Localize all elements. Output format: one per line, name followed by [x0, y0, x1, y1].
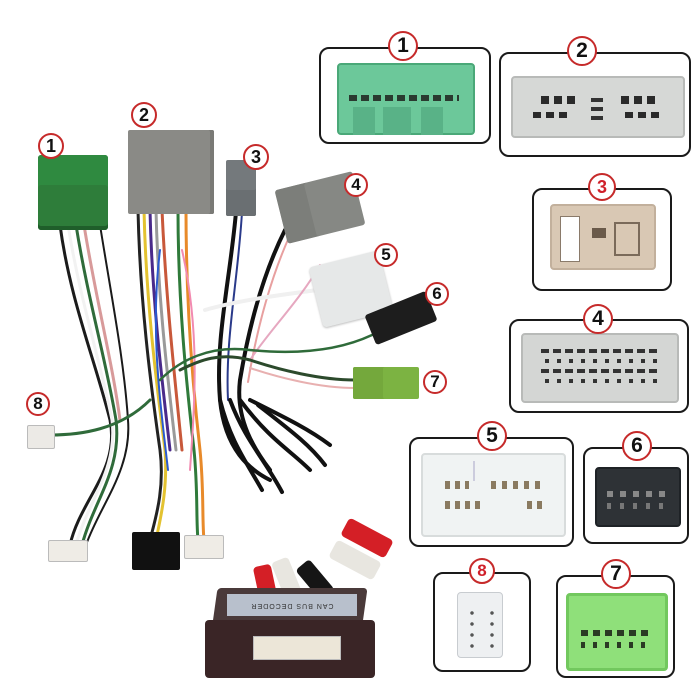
can-bus-decoder: CAN BUS DECODER	[205, 588, 375, 680]
harness-connector-8	[27, 425, 55, 449]
detail-callout-8: 8	[469, 558, 495, 584]
harness-photo: 1 2 3 4 5 6 7 8 CAN BUS DECODER	[0, 80, 449, 700]
harness-callout-5: 5	[374, 243, 398, 267]
harness-callout-2: 2	[131, 102, 157, 128]
connector-face-7	[566, 593, 668, 671]
detail-panel-7: 7	[556, 559, 675, 678]
detail-callout-7: 7	[601, 559, 631, 589]
connector-face-6	[595, 467, 681, 527]
decoder-label: CAN BUS DECODER	[227, 594, 357, 616]
detail-panel-6: 6	[583, 431, 689, 544]
harness-callout-1: 1	[38, 133, 64, 159]
detail-callout-1: 1	[388, 31, 418, 61]
detail-panel-4: 4	[509, 304, 689, 413]
harness-plug-white-right	[184, 535, 224, 559]
harness-callout-7: 7	[423, 370, 447, 394]
harness-connector-2	[128, 130, 214, 214]
connector-face-8	[457, 592, 503, 658]
detail-panel-1: 1	[319, 31, 491, 144]
connector-face-3	[550, 204, 656, 270]
detail-panel-5: 5	[409, 421, 574, 547]
connector-face-5	[421, 453, 566, 537]
detail-callout-5: 5	[477, 421, 507, 451]
harness-connector-7	[353, 367, 419, 399]
detail-panel-3: 3	[532, 173, 672, 291]
detail-panel-8: 8	[433, 558, 531, 672]
harness-connector-1	[38, 155, 108, 230]
connector-face-4	[521, 333, 679, 403]
detail-callout-3: 3	[588, 173, 616, 201]
harness-callout-4: 4	[344, 173, 368, 197]
detail-callout-4: 4	[583, 304, 613, 334]
detail-callout-6: 6	[622, 431, 652, 461]
harness-callout-6: 6	[425, 282, 449, 306]
detail-panel-2: 2	[499, 36, 691, 157]
detail-callout-2: 2	[567, 36, 597, 66]
connector-face-2	[511, 76, 685, 138]
harness-plug-white-left	[48, 540, 88, 562]
harness-callout-8: 8	[26, 392, 50, 416]
harness-wires	[48, 208, 374, 547]
connector-face-1	[337, 63, 475, 135]
harness-callout-3: 3	[243, 144, 269, 170]
decoder-port	[253, 636, 341, 660]
harness-plug-black-iso	[132, 532, 180, 570]
